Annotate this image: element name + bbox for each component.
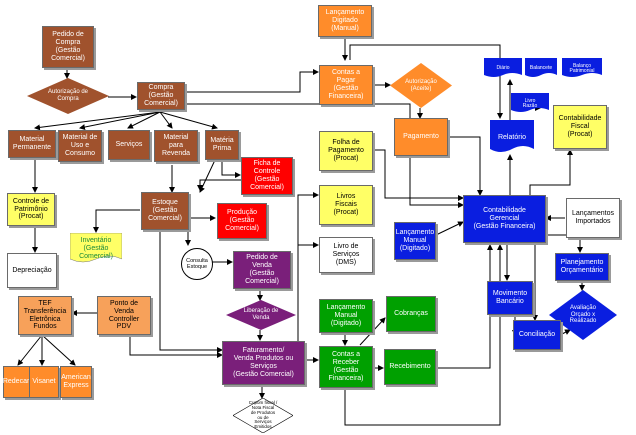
node-planejamento-orcamentario[interactable]: Planejamento Orçamentário	[555, 253, 609, 281]
node-producao[interactable]: Produção (Gestão Comercial)	[217, 203, 267, 239]
node-recebimento[interactable]: Recebimento	[384, 349, 436, 385]
node-avaliacao-label: Avaliação Orçado x Realizado	[569, 305, 597, 325]
node-balanco-patrimonial-label: Balanço Patrimonial	[569, 62, 595, 74]
node-pagamento[interactable]: Pagamento	[394, 118, 448, 156]
node-controle-patrimonio[interactable]: Controle de Patrimônio (Procat)	[7, 193, 55, 226]
node-liberacao-venda-label: Liberação de Venda	[243, 308, 279, 321]
node-materia-prima[interactable]: Matéria Prima	[205, 130, 239, 160]
node-contabilidade-fiscal[interactable]: Contabilidade Fiscal (Procat)	[553, 105, 607, 149]
node-material-revenda[interactable]: Material para Revenda	[154, 130, 198, 162]
node-ficha-controle[interactable]: Ficha de Controle (Gestão Comercial)	[241, 157, 293, 195]
node-folha-pagamento[interactable]: Folha de Pagamento (Procat)	[319, 131, 373, 171]
node-livro-diario-label: Diário	[496, 65, 510, 72]
node-movimento-bancario[interactable]: Movimento Bancário	[487, 281, 533, 315]
node-livro-razao[interactable]: Livro Razão	[511, 93, 549, 115]
node-autorizacao-compra[interactable]: Autorização de Compra	[27, 78, 109, 114]
node-contabilidade-gerencial[interactable]: Contabilidade Gerencial (Gestão Financei…	[463, 195, 546, 243]
node-cobrancas[interactable]: Cobranças	[386, 296, 436, 332]
node-avaliacao[interactable]: Avaliação Orçado x Realizado	[549, 290, 617, 340]
node-livro-diario[interactable]: Diário	[484, 58, 522, 80]
node-visanet[interactable]: Visanet	[29, 366, 59, 398]
node-cupons-emitidos-label: Cupom fiscal / Nota Fiscal de Produtos o…	[248, 399, 278, 430]
node-pedido-compra[interactable]: Pedido de Compra (Gestão Comercial)	[42, 26, 94, 68]
node-inventario[interactable]: Inventário (Gestão Comercial)	[70, 233, 122, 265]
node-balanco-patrimonial[interactable]: Balanço Patrimonial	[562, 58, 602, 80]
node-faturamento[interactable]: Faturamento/ Venda Produtos ou Serviços …	[222, 341, 305, 385]
node-lancamento-manual-blue[interactable]: Lançamento Manual (Digitado)	[394, 222, 436, 260]
node-contas-pagar[interactable]: Contas a Pagar (Gestão Financeira)	[319, 65, 373, 105]
node-livro-servicos[interactable]: Livro de Serviços (DMS)	[319, 237, 373, 273]
node-autorizacao-aceite-label: Autorização (Aceite)	[405, 78, 437, 92]
node-material-permanente[interactable]: Material Permanente	[8, 130, 56, 158]
node-tef[interactable]: TEF Transferência Eletrônica Fundos	[18, 296, 72, 335]
node-pedido-venda[interactable]: Pedido de Venda (Gestão Comercial)	[233, 251, 291, 289]
node-consulta-estoque[interactable]: Consulta Estoque	[181, 248, 213, 280]
node-conciliacao[interactable]: Conciliação	[513, 320, 561, 350]
node-balancete[interactable]: Balancete	[525, 58, 557, 80]
node-estoque[interactable]: Estoque (Gestão Comercial)	[141, 192, 189, 230]
node-autorizacao-aceite[interactable]: Autorização (Aceite)	[390, 63, 452, 108]
node-lancamento-digitado-top[interactable]: Lançamento Digitado (Manual)	[318, 5, 372, 37]
node-autorizacao-compra-label: Autorização de Compra	[47, 89, 89, 102]
node-servicos-top[interactable]: Serviços	[108, 130, 150, 160]
node-livros-fiscais[interactable]: Livros Fiscais (Procat)	[319, 185, 373, 225]
node-compra[interactable]: Compra (Gestão Comercial)	[137, 82, 185, 110]
node-lancamento-manual-green[interactable]: Lançamento Manual (Digitado)	[319, 299, 373, 333]
node-inventario-label: Inventário (Gestão Comercial)	[79, 237, 113, 260]
node-contas-receber[interactable]: Contas a Receber (Gestão Financeira)	[319, 346, 373, 388]
node-material-uso-consumo[interactable]: Material de Uso e Consumo	[58, 130, 102, 162]
node-lancamentos-importados[interactable]: Lançamentos Importados	[566, 198, 620, 238]
node-relatorio-label: Relatório	[497, 134, 526, 142]
node-ponto-venda[interactable]: Ponto de Venda Controller PDV	[97, 296, 151, 335]
node-balancete-label: Balancete	[529, 65, 553, 72]
node-american-express[interactable]: American Express	[60, 366, 92, 398]
node-livro-razao-label: Livro Razão	[522, 97, 538, 109]
node-cupons-emitidos[interactable]: Cupom fiscal / Nota Fiscal de Produtos o…	[233, 398, 293, 433]
node-redecard[interactable]: Redecard	[3, 366, 33, 398]
node-relatorio[interactable]: Relatório	[490, 120, 534, 156]
node-depreciacao[interactable]: Depreciação	[7, 253, 57, 288]
node-liberacao-venda[interactable]: Liberação de Venda	[226, 300, 296, 330]
